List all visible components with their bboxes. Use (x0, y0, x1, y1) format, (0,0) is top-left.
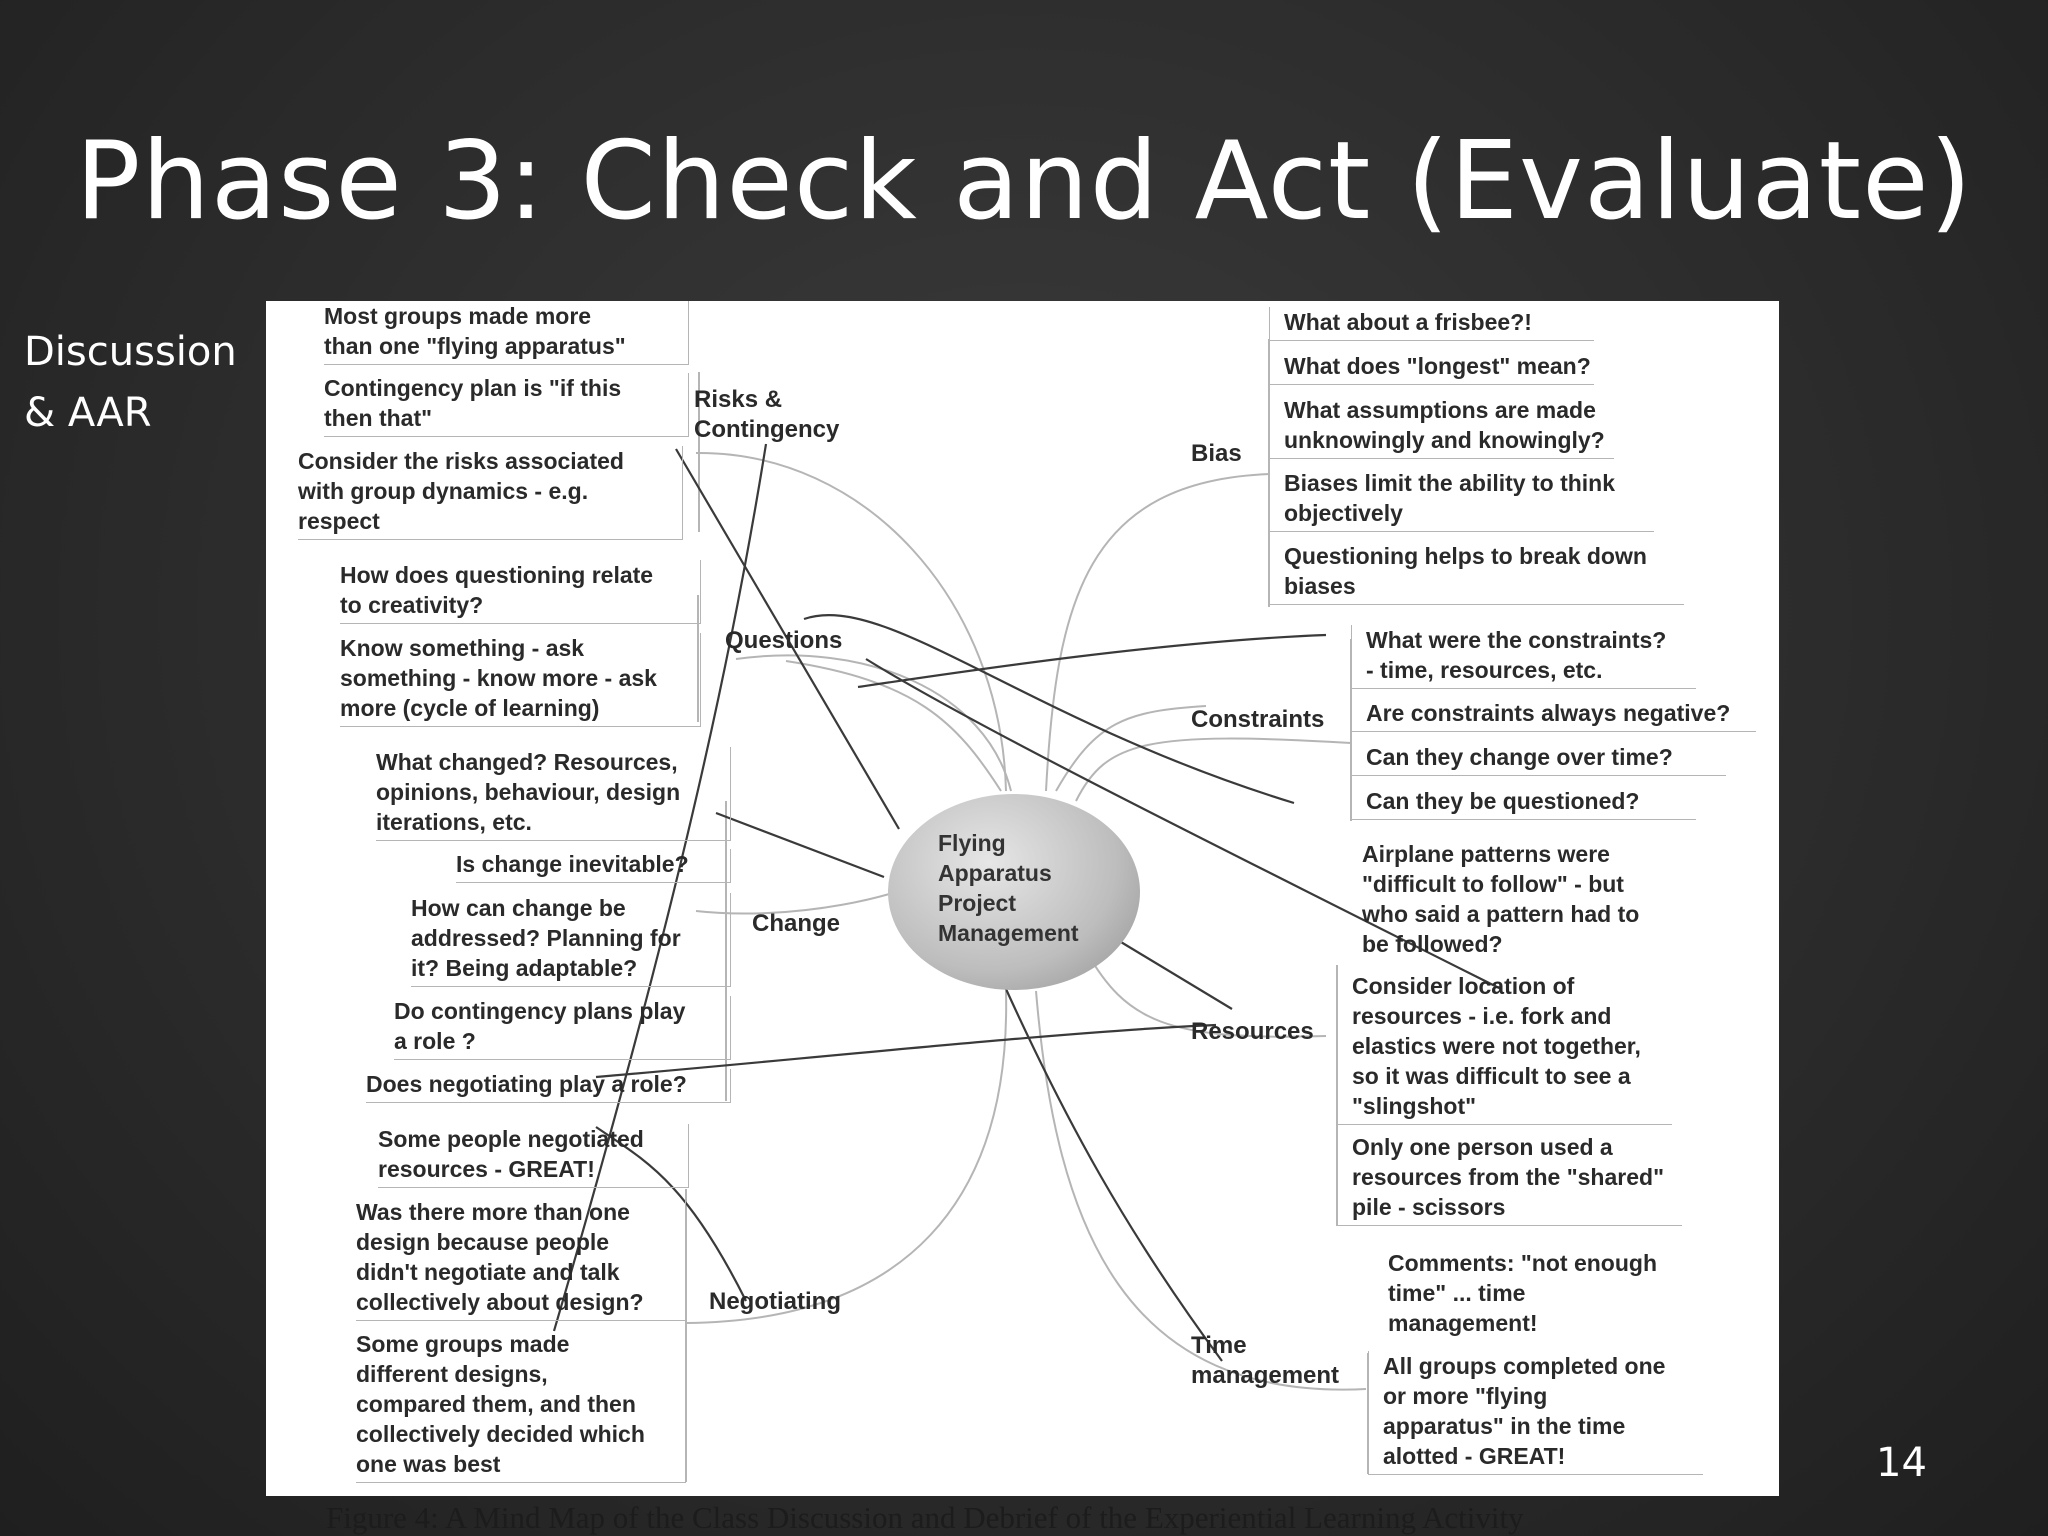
note-constraints-4: Can they be questioned? (1351, 786, 1696, 820)
note-constraints-2: Are constraints always negative? (1351, 698, 1756, 732)
branch-left-mid (785, 660, 1002, 792)
category-bias: Bias (1191, 440, 1242, 467)
category-questions: Questions (725, 627, 843, 654)
note-resources-3: Only one person used a resources from th… (1337, 1132, 1682, 1226)
branch-resources (1085, 950, 1327, 1038)
note-change-1: What changed? Resources, opinions, behav… (376, 747, 731, 841)
center-node-label: Flying Apparatus Project Management (938, 830, 1079, 946)
figure-caption: Figure 4: A Mind Map of the Class Discus… (326, 1500, 1524, 1535)
note-questions-1: How does questioning relate to creativit… (340, 560, 701, 624)
note-resources-2: Consider location of resources - i.e. fo… (1337, 971, 1672, 1125)
note-resources-1: Airplane patterns were "difficult to fol… (1362, 841, 1640, 957)
note-negotiating-2: Was there more than one design because p… (356, 1197, 686, 1321)
slide-title: Phase 3: Check and Act (Evaluate) (75, 119, 1973, 244)
annotation-arrow-6 (715, 811, 885, 879)
annotation-arrow-8 (595, 1023, 1217, 1079)
category-negotiating: Negotiating (709, 1288, 841, 1315)
annotation-arrow-4 (803, 614, 1295, 805)
note-risks-3: Consider the risks associated with group… (298, 446, 683, 540)
note-constraints-1: What were the constraints? - time, resou… (1351, 625, 1696, 689)
note-time-2: All groups completed one or more "flying… (1368, 1351, 1703, 1475)
branch-time (1035, 990, 1367, 1391)
annotation-arrow-10 (595, 1126, 747, 1302)
annotation-arrow-9 (1004, 988, 1223, 1362)
note-negotiating-1: Some people negotiated resources - GREAT… (378, 1124, 689, 1188)
note-constraints-3: Can they change over time? (1351, 742, 1726, 776)
note-change-3: How can change be addressed? Planning fo… (411, 893, 731, 987)
branch-constraints (1075, 737, 1352, 802)
note-change-4: Do contingency plans play a role ? (394, 996, 731, 1060)
annotation-arrow-5 (865, 658, 1502, 990)
side-label: Discussion & AAR (24, 329, 237, 436)
annotation-arrow-2 (675, 448, 900, 830)
category-constraints: Constraints (1191, 706, 1325, 733)
annotation-arrow-7 (1105, 932, 1233, 1010)
category-resources: Resources (1191, 1018, 1314, 1045)
note-bias-1: What about a frisbee?! (1269, 307, 1594, 341)
branch-bias (1045, 473, 1271, 792)
note-time-1: Comments: "not enough time" ... time man… (1388, 1250, 1657, 1336)
note-risks-2: Contingency plan is "if this then that" (324, 373, 689, 437)
category-time: Time management (1191, 1332, 1340, 1389)
page-number: 14 (1876, 1440, 1927, 1486)
center-node (888, 794, 1140, 990)
annotation-arrow-1 (552, 443, 768, 1332)
branch-negotiating (685, 990, 1008, 1324)
category-change: Change (752, 910, 841, 937)
annotation-arrow-3 (857, 633, 1327, 689)
note-questions-2: Know something - ask something - know mo… (340, 633, 701, 727)
category-risks: Risks & Contingency (694, 386, 840, 443)
branch-risks (695, 451, 1007, 792)
note-bias-5: Questioning helps to break down biases (1269, 541, 1684, 605)
branch-questions (735, 654, 1012, 792)
note-negotiating-3: Some groups made different designs, comp… (356, 1329, 686, 1483)
note-risks-1: Most groups made more than one "flying a… (324, 301, 689, 365)
note-change-2: Is change inevitable? (456, 849, 731, 883)
note-bias-4: Biases limit the ability to think object… (1269, 468, 1654, 532)
note-bias-3: What assumptions are made unknowingly an… (1269, 395, 1614, 459)
branch-right-mid (1055, 705, 1207, 792)
note-bias-2: What does "longest" mean? (1269, 351, 1594, 385)
note-change-5: Does negotiating play a role? (366, 1069, 731, 1103)
mind-map-figure: Flying Apparatus Project Management Risk… (266, 301, 1779, 1496)
